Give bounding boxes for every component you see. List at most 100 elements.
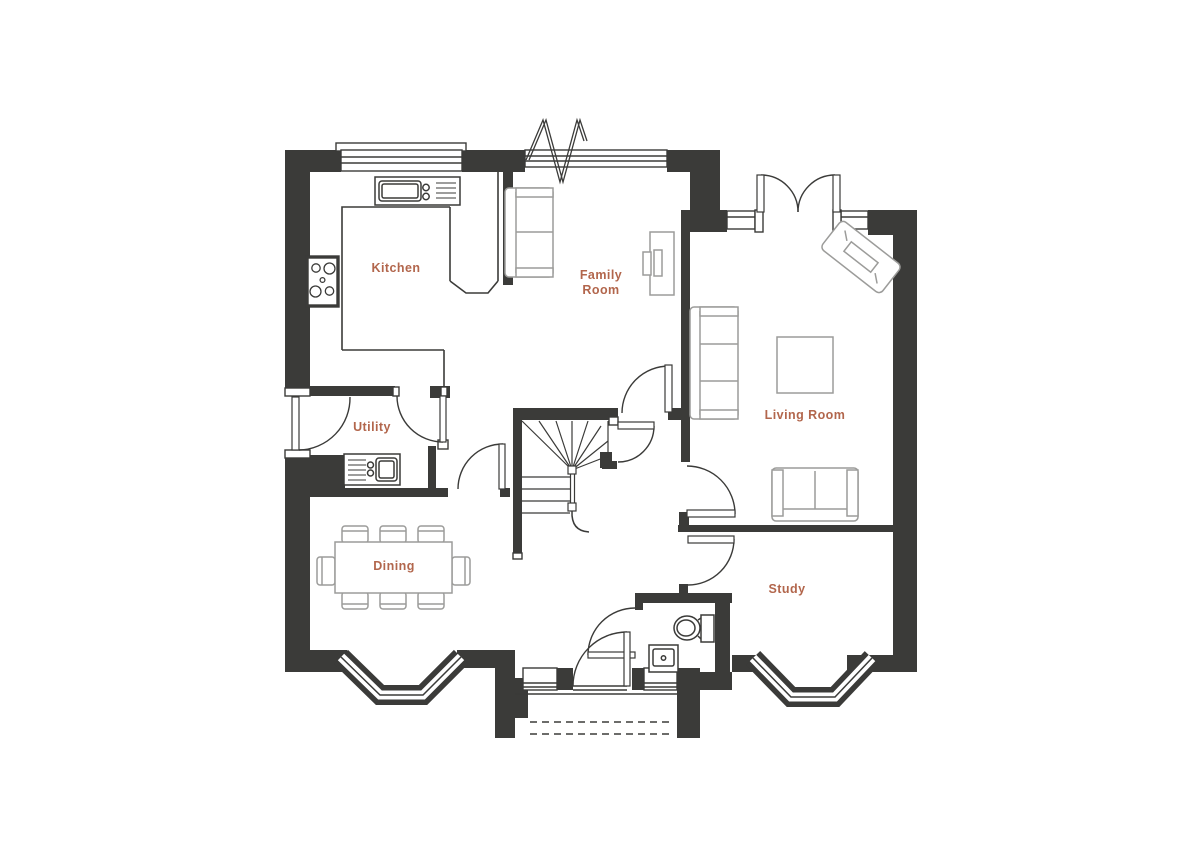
room-labels: Kitchen Family Room Utility Living Room … (353, 261, 845, 596)
dining-set (316, 525, 471, 610)
entry-window-right-glazing (644, 682, 677, 688)
stair-newel-bottom (567, 502, 577, 512)
stair-winders (521, 420, 609, 471)
bay-window-study-frame (752, 657, 873, 698)
study-door-arc (687, 538, 735, 586)
corner-cabinet-detail (844, 230, 878, 284)
toilet-cistern (700, 614, 715, 643)
three-seat-sofa (689, 306, 739, 420)
kitchen-window-glazing (341, 156, 462, 164)
wall-wc-bottom (691, 672, 732, 690)
wall-jamb-stub (428, 446, 436, 492)
kitchen-sink-bowl-inner (381, 183, 419, 199)
dining-chair (341, 591, 369, 610)
tv-unit (642, 231, 675, 296)
wall-stair-left (513, 412, 522, 555)
dining-chair (379, 591, 407, 610)
room-label-living: Living Room (765, 408, 846, 422)
worktop-outline (341, 172, 499, 386)
toilet-seat-link (697, 617, 702, 640)
hall-door-arc (617, 425, 655, 463)
family-window-glazing (525, 155, 667, 162)
tv-screen (642, 251, 652, 276)
wall-family-south (513, 408, 618, 420)
living-door-arc (686, 465, 736, 515)
utility-ext-door-cap-bottom (284, 449, 311, 459)
wall-study-door-stub (679, 584, 688, 603)
utility-sink-tap (366, 461, 375, 469)
utility-sink-bowl-inner (378, 460, 395, 479)
utility-ext-door-leaf (291, 396, 300, 451)
dining-chair (341, 525, 369, 544)
toilet-bowl-inner (676, 619, 696, 637)
door-arcs (298, 174, 836, 687)
living-window-left (726, 210, 756, 230)
entry-window-left-glazing (523, 682, 557, 688)
wall-dining-door-post (500, 488, 510, 497)
entry-window-left (522, 667, 558, 691)
wall-utility-north (285, 386, 395, 396)
utility-door-post-right (440, 386, 448, 397)
room-label-family-line1: Family (580, 268, 622, 282)
fr-sofa-arm-top (515, 187, 554, 198)
hall-door-leaf (617, 421, 655, 430)
wall-door-post-right (632, 668, 642, 690)
bay-window-dining-frame (340, 656, 462, 696)
utility-door-arc (396, 395, 444, 443)
porch-steps (515, 693, 677, 735)
utility-ext-door-arc (298, 396, 351, 451)
dining-table (334, 541, 453, 594)
corner-cabinet (821, 220, 901, 294)
porch-pillar-right (677, 670, 700, 738)
family-door-leaf (664, 364, 673, 413)
french-door-arc-right (797, 174, 836, 213)
room-label-dining: Dining (373, 559, 415, 573)
family-door-arc (621, 365, 670, 414)
wall-top-b (462, 150, 525, 172)
utility-door-post-left (392, 386, 400, 397)
stair-wall-cap (512, 552, 523, 560)
living-door-leaf (686, 509, 736, 518)
wall-bottom-left (285, 650, 347, 672)
family-room-sofa (504, 187, 554, 278)
tv-unit-shelf (653, 249, 663, 277)
toilet (673, 614, 715, 643)
utility-sink-tap2 (366, 469, 375, 477)
study-door-leaf (687, 535, 735, 544)
room-label-utility: Utility (353, 420, 391, 434)
dining-chair (417, 591, 445, 610)
dining-chair (417, 525, 445, 544)
wc-door-leaf (587, 651, 636, 659)
door-leaves (291, 174, 841, 687)
bifold-fold-line-b (528, 117, 588, 185)
lr-sofa2-back (783, 471, 847, 510)
french-door-leaf-right (832, 174, 841, 213)
exterior-walls (285, 150, 917, 738)
coffee-table (776, 336, 834, 394)
hob-burner-4 (324, 286, 335, 296)
lr-sofa-arm-top (699, 306, 739, 317)
lr-sofa-cushions (700, 343, 738, 382)
fr-sofa-arm-bottom (515, 267, 554, 278)
wall-lr-top-left (681, 210, 727, 232)
wall-bay-to-porch (457, 650, 515, 668)
fixtures-dark (305, 176, 715, 673)
hob-burner-1 (311, 263, 321, 273)
bay-windows (334, 649, 880, 707)
wall-lobby-east (681, 222, 690, 462)
front-door-leaf (623, 631, 631, 687)
lr-sofa-outline (689, 306, 739, 420)
basin-vanity (648, 644, 679, 673)
hob-burner-2 (323, 262, 336, 275)
bifold-fold-line-a (525, 117, 585, 185)
french-door-leaf-left (756, 174, 765, 213)
french-door-post-left (754, 209, 764, 233)
vanity-tap (660, 655, 667, 661)
room-label-kitchen: Kitchen (372, 261, 421, 275)
hob-burner-3 (309, 285, 322, 298)
room-label-family-line2: Room (582, 283, 619, 297)
stair-rail (569, 474, 576, 503)
hob (305, 255, 340, 308)
